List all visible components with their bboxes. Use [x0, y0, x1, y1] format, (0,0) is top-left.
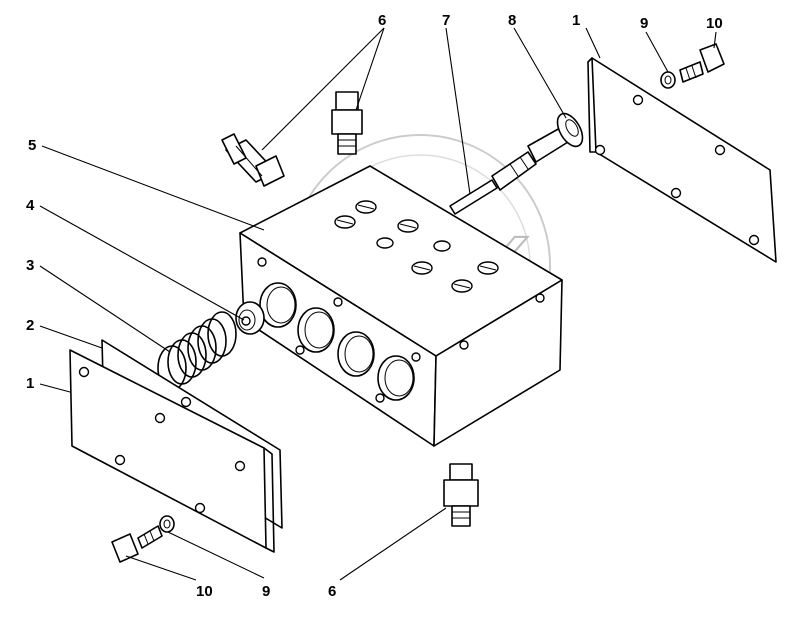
callout-9-top: 9 [640, 15, 648, 32]
spool-assembly [449, 112, 584, 215]
bolt-top [679, 43, 725, 83]
callout-5: 5 [28, 137, 36, 154]
valve-block [239, 165, 563, 447]
fitting-left-top [221, 133, 285, 187]
callout-2: 2 [26, 317, 34, 334]
fitting-bottom [443, 463, 479, 527]
right-cover-plate [587, 57, 777, 263]
callout-10-top: 10 [706, 15, 723, 32]
left-cover-plate [69, 349, 275, 553]
callout-7: 7 [442, 12, 450, 29]
washer-top [660, 71, 676, 89]
callout-1-top: 1 [572, 12, 580, 29]
callout-8: 8 [508, 12, 516, 29]
top-screws [334, 200, 499, 293]
washer-bottom [159, 515, 175, 533]
leader-lines [39, 27, 717, 581]
callout-1-left: 1 [26, 375, 34, 392]
callout-9-bottom: 9 [262, 583, 270, 600]
callout-10-bottom: 10 [196, 583, 213, 600]
callout-labels: 6 7 8 1 9 10 5 4 3 2 1 6 9 10 [26, 12, 723, 600]
callout-4: 4 [26, 197, 35, 214]
spring-cup [235, 301, 265, 335]
fitting-center-top [331, 91, 363, 155]
spring [157, 311, 237, 391]
bolt-bottom [111, 525, 163, 563]
callout-6-bottom: 6 [328, 583, 336, 600]
callout-6-top: 6 [378, 12, 386, 29]
front-bores [257, 257, 545, 403]
callout-3: 3 [26, 257, 34, 274]
